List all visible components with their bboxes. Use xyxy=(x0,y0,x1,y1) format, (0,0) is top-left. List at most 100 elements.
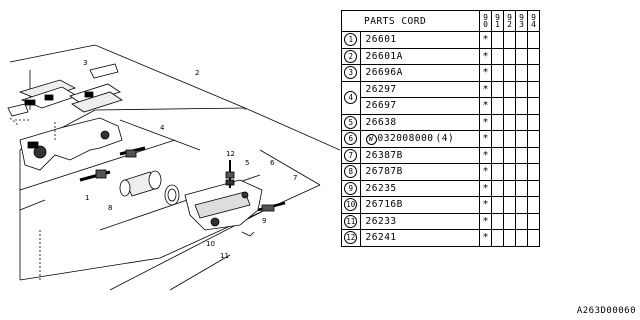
ref-number: 9 xyxy=(341,179,361,197)
part-code: 26697 xyxy=(359,97,481,115)
applicability-cell: * xyxy=(479,64,492,82)
callout-6: 6 xyxy=(270,159,275,167)
applicability-cell xyxy=(515,179,528,197)
part-code: 26235 xyxy=(359,179,481,197)
ref-number: 6 xyxy=(341,130,361,148)
ref-number-circle: 8 xyxy=(344,165,358,179)
ref-number: 12 xyxy=(341,229,361,247)
applicability-cell xyxy=(515,130,528,148)
applicability-cell xyxy=(515,229,528,247)
ref-number-circle: 9 xyxy=(344,181,358,195)
applicability-cell xyxy=(491,31,504,49)
applicability-cell xyxy=(515,163,528,181)
part-code-text: 26233 xyxy=(365,215,397,227)
applicability-cell xyxy=(527,80,540,98)
part-code-text: 26716B xyxy=(365,199,403,211)
part-code: 26297 xyxy=(359,80,481,98)
applicability-cell xyxy=(503,47,516,65)
applicability-cell xyxy=(491,64,504,82)
ref-number: 7 xyxy=(341,146,361,164)
part-code-text: 26697 xyxy=(365,100,397,112)
applicability-cell xyxy=(515,80,528,98)
applicability-cell xyxy=(515,196,528,214)
applicability-cell xyxy=(527,97,540,115)
callout-1: 1 xyxy=(85,194,89,202)
applicability-cell xyxy=(527,113,540,131)
callout-4: 4 xyxy=(160,124,165,132)
applicability-cell xyxy=(491,113,504,131)
dashed-leaders xyxy=(9,117,56,280)
part-quantity: (4) xyxy=(435,132,455,144)
bleeder-screw xyxy=(225,160,255,237)
part-code-text: 26601 xyxy=(365,34,397,46)
ref-number-circle: 4 xyxy=(344,91,358,104)
applicability-cell xyxy=(491,146,504,164)
callout-10: 10 xyxy=(206,240,215,248)
applicability-cell xyxy=(515,97,528,115)
ref-number: 1 xyxy=(341,31,361,49)
applicability-cell: * xyxy=(479,163,492,181)
applicability-cell xyxy=(527,196,540,214)
table-row: 7 26387B * xyxy=(341,146,540,164)
exploded-brake-caliper-diagram: 1 2 3 4 5 6 7 8 9 10 11 12 xyxy=(7,44,340,291)
applicability-cell xyxy=(503,179,516,197)
applicability-cell: * xyxy=(479,212,492,230)
caliper-bracket xyxy=(19,117,123,171)
ref-number: 8 xyxy=(341,163,361,181)
ref-number: 2 xyxy=(341,47,361,65)
applicability-cell xyxy=(515,146,528,164)
applicability-cell: * xyxy=(479,113,492,131)
part-code: 26601 xyxy=(359,31,481,49)
applicability-cell xyxy=(503,64,516,82)
ref-number: 3 xyxy=(341,64,361,82)
applicability-cell xyxy=(527,64,540,82)
applicability-cell xyxy=(503,212,516,230)
applicability-cell xyxy=(503,163,516,181)
part-code-text: 26696A xyxy=(365,67,403,79)
part-code: 26241 xyxy=(359,229,481,247)
washer-mark: W xyxy=(365,133,377,145)
applicability-cell: * xyxy=(479,229,492,247)
part-code-text: 26787B xyxy=(365,166,403,178)
part-code: 26638 xyxy=(359,113,481,131)
part-code-text: 26387B xyxy=(365,149,403,161)
brake-pad-group xyxy=(7,63,123,117)
part-code-text: 26297 xyxy=(365,83,397,95)
applicability-cell xyxy=(503,113,516,131)
applicability-cell xyxy=(527,130,540,148)
applicability-cell xyxy=(503,97,516,115)
applicability-cell xyxy=(515,47,528,65)
applicability-cell: * xyxy=(479,146,492,164)
piston-assembly xyxy=(119,170,180,206)
ref-number-circle: 6 xyxy=(344,132,358,146)
applicability-cell xyxy=(491,179,504,197)
part-code-text: 26235 xyxy=(365,182,397,194)
callout-9: 9 xyxy=(262,217,266,225)
applicability-cell xyxy=(527,229,540,247)
part-code: 26716B xyxy=(359,196,481,214)
part-code: 26233 xyxy=(359,212,481,230)
part-code-text: 26241 xyxy=(365,232,397,244)
ref-number-circle: 2 xyxy=(344,49,358,63)
diagram-reference-code: A263D00060 xyxy=(576,306,636,316)
ref-number-circle: 7 xyxy=(344,148,358,162)
part-code-text: 26601A xyxy=(365,50,403,62)
applicability-cell xyxy=(491,212,504,230)
callout-7: 7 xyxy=(293,174,297,182)
applicability-cell xyxy=(503,130,516,148)
applicability-cell xyxy=(491,163,504,181)
callout-12: 12 xyxy=(226,150,235,158)
